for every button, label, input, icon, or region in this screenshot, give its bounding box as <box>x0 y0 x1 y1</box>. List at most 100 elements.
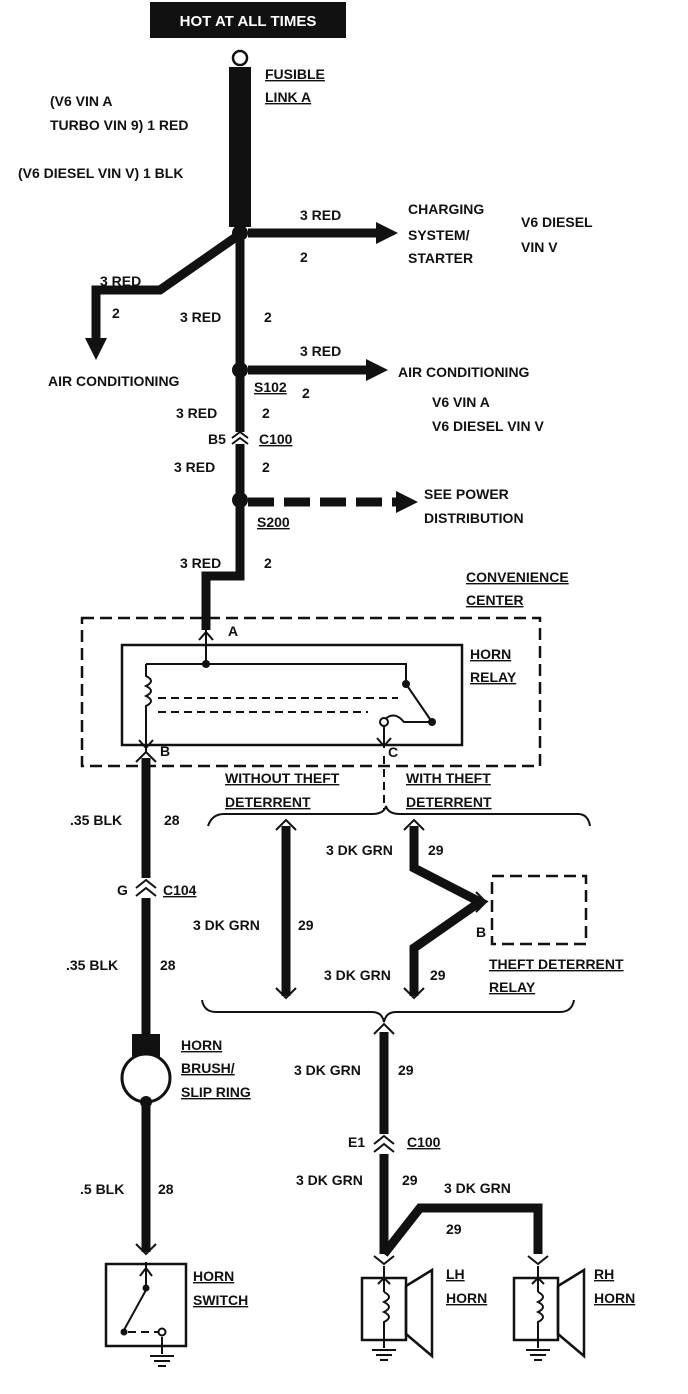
connector-c100-e1-name: C100 <box>407 1134 441 1150</box>
with-theft-lower-circuit: 29 <box>430 967 446 983</box>
convenience-center-1: CONVENIENCE <box>466 569 569 585</box>
horn-relay-box <box>120 643 464 747</box>
ac-right-wire-label: 3 RED <box>300 343 341 359</box>
lh-horn-bell <box>404 1267 434 1359</box>
charging-dest-3: STARTER <box>408 250 473 266</box>
variant-note-turbo-1: (V6 VIN A <box>50 93 113 109</box>
switch-wire-arrow <box>135 1243 157 1256</box>
theft-without-2: DETERRENT <box>225 794 311 810</box>
horn-switch-ground-icon <box>150 1346 174 1367</box>
splice-s102-circuit: 2 <box>302 385 310 401</box>
with-theft-top-arrow <box>403 818 425 831</box>
splice-s102-label: S102 <box>254 379 287 395</box>
main-trunk-3-circuit: 2 <box>262 459 270 475</box>
with-theft-upper-circuit: 29 <box>428 842 444 858</box>
charging-circuit-label: 2 <box>300 249 308 265</box>
horn-relay-label-1: HORN <box>470 646 511 662</box>
horn-feed-2-circuit: 29 <box>402 1172 418 1188</box>
connector-c104-pin: G <box>117 882 128 898</box>
main-trunk-4-circuit: 2 <box>264 555 272 571</box>
without-theft-circuit-label: 29 <box>298 917 314 933</box>
main-trunk-2-wire: 3 RED <box>176 405 217 421</box>
with-theft-lower-wire: 3 DK GRN <box>324 967 391 983</box>
main-trunk-4-wire: 3 RED <box>180 555 221 571</box>
horn-switch-internals <box>120 1262 167 1346</box>
rh-feed-wire-label: 3 DK GRN <box>444 1180 511 1196</box>
charging-condition-2: VIN V <box>521 239 558 255</box>
with-theft-wire <box>409 826 489 996</box>
power-distribution-1: SEE POWER <box>424 486 509 502</box>
theft-relay-label-1: THEFT DETERRENT <box>489 956 624 972</box>
main-trunk-1-circuit: 2 <box>264 309 272 325</box>
switch-wire-circuit: 28 <box>158 1181 174 1197</box>
connector-c100-e1-pin: E1 <box>348 1134 365 1150</box>
horn-brush-label-2: BRUSH/ <box>181 1060 235 1076</box>
ac-left-wire-label: 3 RED <box>100 273 141 289</box>
power-distribution-arrow <box>396 491 418 513</box>
rh-horn-bell <box>556 1267 586 1359</box>
charging-dest-1: CHARGING <box>408 201 484 217</box>
rh-horn-box <box>512 1276 560 1342</box>
ac-right-condition-1: V6 VIN A <box>432 394 490 410</box>
horn-brush-label-1: HORN <box>181 1037 222 1053</box>
lh-horn-label-2: HORN <box>446 1290 487 1306</box>
ac-right-dest: AIR CONDITIONING <box>398 364 530 380</box>
variant-note-diesel: (V6 DIESEL VIN V) 1 BLK <box>18 165 183 181</box>
fusible-link-label-2: LINK A <box>265 89 311 105</box>
horn-relay-pin-b: B <box>160 743 170 759</box>
charging-condition-1: V6 DIESEL <box>521 214 593 230</box>
main-trunk-4 <box>201 506 245 630</box>
charging-wire-label: 3 RED <box>300 207 341 223</box>
horn-relay-internals <box>138 628 436 752</box>
ac-right-condition-2: V6 DIESEL VIN V <box>432 418 544 434</box>
charging-arrow <box>376 222 398 244</box>
convenience-center-2: CENTER <box>466 592 524 608</box>
horn-relay-pin-a: A <box>228 623 238 639</box>
horn-slip-ring <box>120 1052 172 1104</box>
theft-option-brace-bottom <box>201 999 575 1023</box>
switch-wire-label: .5 BLK <box>80 1181 124 1197</box>
horn-feed-2-wire: 3 DK GRN <box>296 1172 363 1188</box>
horn-feed-1-circuit: 29 <box>398 1062 414 1078</box>
variant-note-turbo-2: TURBO VIN 9) 1 RED <box>50 117 188 133</box>
connector-c100-b5 <box>231 430 249 445</box>
horn-relay-label-2: RELAY <box>470 669 517 685</box>
rh-horn-coil-icon <box>526 1266 550 1361</box>
main-trunk-2-circuit: 2 <box>262 405 270 421</box>
theft-with-2: DETERRENT <box>406 794 492 810</box>
horn-brush-label-3: SLIP RING <box>181 1084 251 1100</box>
convenience-center-box <box>80 616 542 768</box>
connector-c104-name: C104 <box>163 882 197 898</box>
rh-horn-label-2: HORN <box>594 1290 635 1306</box>
theft-with-1: WITH THEFT <box>406 770 491 786</box>
lh-horn-label-1: LH <box>446 1266 465 1282</box>
ground-wire-2-label: .35 BLK <box>66 957 118 973</box>
theft-relay-box <box>490 874 588 946</box>
splice-s200-label: S200 <box>257 514 290 530</box>
ac-left-arrow <box>85 338 107 360</box>
rh-feed-circuit-label: 29 <box>446 1221 462 1237</box>
connector-c100-e1 <box>373 1134 395 1153</box>
horn-feed-1-arrow <box>373 1022 395 1035</box>
splice-s102-dot <box>232 362 248 378</box>
power-terminal <box>231 49 249 67</box>
theft-option-brace-top <box>207 805 591 827</box>
fusible-link-a <box>229 67 251 227</box>
theft-without-1: WITHOUT THEFT <box>225 770 340 786</box>
main-trunk-1-wire: 3 RED <box>180 309 221 325</box>
without-theft-bottom-arrow <box>275 987 297 1000</box>
main-trunk-3-wire: 3 RED <box>174 459 215 475</box>
with-theft-upper-wire: 3 DK GRN <box>326 842 393 858</box>
horn-relay-pin-c: C <box>388 744 398 760</box>
ac-left-circuit-label: 2 <box>112 305 120 321</box>
horn-switch-label-1: HORN <box>193 1268 234 1284</box>
lh-horn-coil-icon <box>372 1266 396 1361</box>
horn-feed-1-wire: 3 DK GRN <box>294 1062 361 1078</box>
horn-slip-ring-dot <box>140 1096 152 1108</box>
ground-wire-1-circuit: 28 <box>164 812 180 828</box>
theft-relay-pin: B <box>476 924 486 940</box>
rh-feed-wire <box>380 1203 543 1257</box>
ground-wire-1-label: .35 BLK <box>70 812 122 828</box>
splice-s200-dot <box>232 492 248 508</box>
theft-relay-label-2: RELAY <box>489 979 536 995</box>
